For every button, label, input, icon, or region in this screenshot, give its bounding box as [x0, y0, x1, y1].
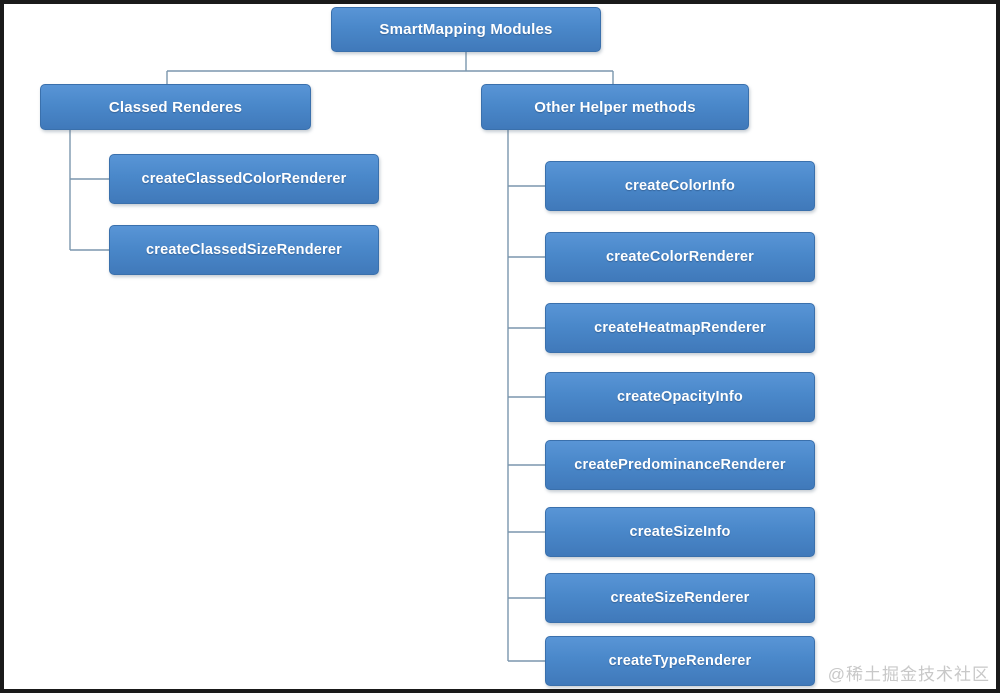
node-create-classed-color-renderer: createClassedColorRenderer — [109, 154, 379, 204]
node-other-helper-methods: Other Helper methods — [481, 84, 749, 130]
node-create-predominance-renderer: createPredominanceRenderer — [545, 440, 815, 490]
node-classed-renderes: Classed Renderes — [40, 84, 311, 130]
node-create-heatmap-renderer: createHeatmapRenderer — [545, 303, 815, 353]
node-smartmapping-modules: SmartMapping Modules — [331, 7, 601, 52]
node-create-size-renderer: createSizeRenderer — [545, 573, 815, 623]
node-create-type-renderer: createTypeRenderer — [545, 636, 815, 686]
node-create-color-renderer: createColorRenderer — [545, 232, 815, 282]
node-create-size-info: createSizeInfo — [545, 507, 815, 557]
watermark-text: @稀土掘金技术社区 — [827, 665, 990, 684]
node-create-color-info: createColorInfo — [545, 161, 815, 211]
node-create-opacity-info: createOpacityInfo — [545, 372, 815, 422]
node-create-classed-size-renderer: createClassedSizeRenderer — [109, 225, 379, 275]
